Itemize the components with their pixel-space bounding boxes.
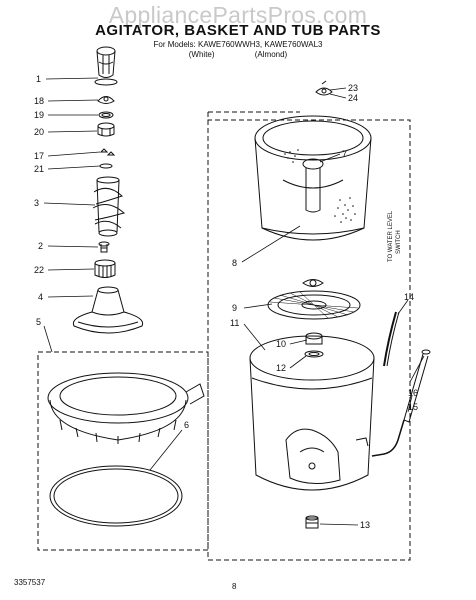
callout-3: 3: [34, 198, 39, 208]
side-note-line-1: TO WATER LEVEL: [388, 210, 394, 262]
part-agitator-barrel: [92, 176, 126, 237]
part-clip-and-grommet: [315, 80, 333, 96]
watermark: AppliancePartsPros.com: [108, 2, 368, 28]
callout-7: 7: [342, 149, 347, 159]
callout-2: 2: [38, 241, 43, 251]
part-tub-seal: [49, 465, 183, 527]
callout-18: 18: [34, 96, 44, 106]
callout-16: 16: [408, 388, 418, 398]
color-variants: (White) (Almond): [188, 50, 288, 59]
callout-14: 14: [404, 292, 414, 302]
callout-12: 12: [276, 363, 286, 373]
part-tub-ring: [47, 372, 205, 444]
basket-perforations: [284, 149, 356, 223]
callout-leaders: [43, 77, 425, 526]
part-wash-basket: [254, 115, 372, 241]
part-spline-insert: [94, 259, 116, 278]
callout-13: 13: [360, 520, 370, 530]
callout-17: 17: [34, 151, 44, 161]
part-agitator-base: [72, 286, 144, 334]
callout-11: 11: [230, 318, 239, 328]
model-numbers: For Models: KAWE760WWH3, KAWE760WAL3: [153, 40, 323, 49]
callout-20: 20: [34, 127, 44, 137]
part-agitator-cap: [94, 46, 118, 86]
callout-4: 4: [38, 292, 43, 302]
part-agitator-dogs: [99, 148, 116, 156]
callout-8: 8: [232, 258, 237, 268]
callout-22: 22: [34, 265, 44, 275]
callout-10: 10: [276, 339, 286, 349]
part-basket-hub: [302, 279, 324, 287]
callout-21: 21: [34, 164, 44, 174]
callout-5: 5: [36, 317, 41, 327]
callout-1: 1: [36, 74, 41, 84]
part-cam: [97, 96, 115, 104]
callout-15: 15: [408, 402, 418, 412]
side-note-line-2: SWITCH: [396, 230, 402, 254]
dashed-assembly-box: [37, 351, 209, 551]
part-air-hose: [383, 311, 400, 367]
page-title: AGITATOR, BASKET AND TUB PARTS: [95, 22, 381, 39]
part-pressure-tube: [371, 349, 431, 457]
callout-24: 24: [348, 93, 358, 103]
part-drive-seal: [267, 290, 361, 320]
part-dogs-housing: [97, 122, 115, 137]
part-outer-tub: [249, 335, 375, 491]
callout-6: 6: [184, 420, 189, 430]
part-washer: [99, 163, 113, 169]
part-ring: [98, 111, 114, 119]
part-tub-drain-fitting: [305, 515, 319, 529]
document-number: 3357537: [14, 578, 46, 587]
page-number: 8: [232, 582, 237, 591]
dashed-tub-box: [207, 119, 411, 561]
callout-23: 23: [348, 83, 358, 93]
part-bolt: [98, 241, 110, 253]
callout-9: 9: [232, 303, 237, 313]
callout-19: 19: [34, 110, 44, 120]
